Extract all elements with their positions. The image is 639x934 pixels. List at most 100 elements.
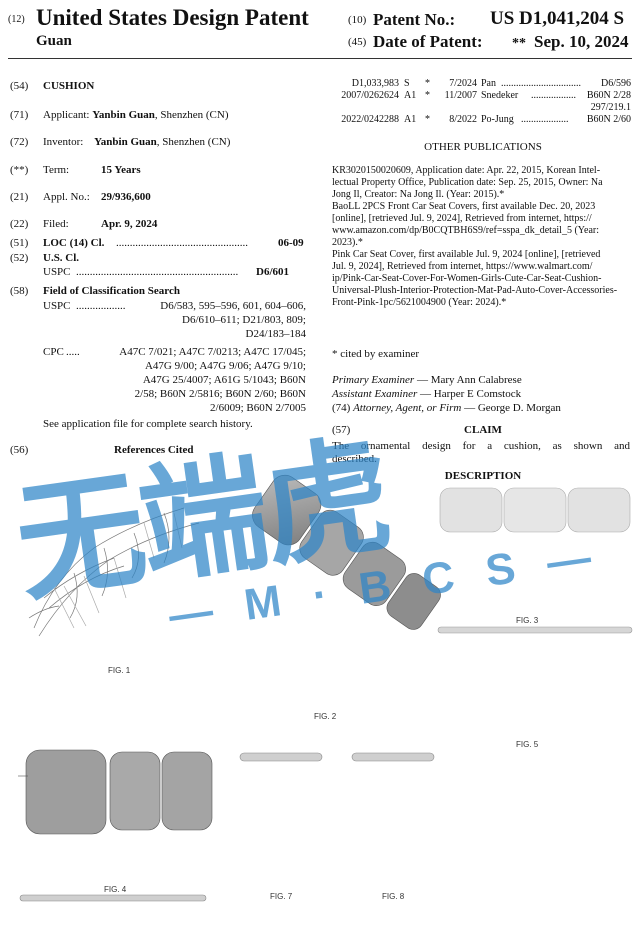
cited-by-examiner: * cited by examiner (332, 348, 420, 360)
code-10: (10) (348, 14, 367, 26)
primary-examiner: Primary Examiner — Mary Ann Calabrese (332, 374, 522, 387)
publication-line: Universal-Plush-Interior-Protection-Mat-… (332, 285, 618, 296)
uspc-value: D6/601 (256, 266, 289, 278)
publication-line: Front-Pink-1pc/5621004900 (Year: 2024).* (332, 297, 507, 308)
search-uspc-dots: .................. (76, 300, 126, 312)
publication-line: ip/Pink-Car-Seat-Cover-For-Women-Girls-C… (332, 273, 602, 284)
ref-class: B60N 2/28 (586, 90, 631, 101)
ref-class: D6/596 (601, 78, 631, 89)
header-rule (8, 58, 632, 59)
uscl-label: U.S. Cl. (43, 252, 80, 264)
ref-dots: ................... (521, 114, 569, 125)
applicant-label: Applicant: (43, 109, 90, 121)
attorney-label: Attorney, Agent, or Firm (353, 402, 462, 414)
cpc-line-0: A47C 7/021; A47C 7/0213; A47C 17/045; (119, 346, 306, 358)
loc-value: 06-09 (278, 237, 304, 249)
filed-label: Filed: (43, 218, 69, 230)
figure-2-label: FIG. 2 (314, 712, 337, 721)
assistant-examiner-name: — Harper E Comstock (417, 388, 522, 400)
applicant-name: Yanbin Guan (92, 109, 155, 121)
figure-4-drawing (18, 749, 213, 835)
publication-line: www.amazon.com/dp/B0CQTBH6S9/ref=sspa_dk… (332, 225, 599, 236)
description-title: DESCRIPTION (444, 470, 522, 482)
figure-1-drawing (28, 507, 200, 637)
figure-3-drawing (439, 487, 631, 533)
inventor-text: Inventor: Yanbin Guan, Shenzhen (CN) (43, 136, 230, 149)
attorney: (74) Attorney, Agent, or Firm — George D… (332, 402, 561, 415)
publication-line: KR3020150020609, Application date: Apr. … (332, 165, 601, 176)
figure-1-label: FIG. 1 (108, 666, 131, 675)
search-uspc-line-2: D24/183–184 (245, 328, 307, 340)
figure-4-side-strip (19, 894, 207, 902)
ref-star: * (425, 114, 430, 125)
cpc-dots: ..... (66, 346, 80, 358)
term-label: Term: (43, 164, 70, 176)
ref-class: B60N 2/60 (586, 114, 631, 125)
publication-line: BaoLL 2PCS Front Car Seat Covers, first … (332, 201, 596, 212)
other-publications-title: OTHER PUBLICATIONS (424, 141, 542, 153)
loc-label: LOC (14) Cl. (43, 237, 105, 249)
refs-code: (56) (10, 444, 29, 456)
uscl-code: (52) (10, 252, 29, 264)
publication-line: lectual Property Office, Publication dat… (332, 177, 603, 188)
code-12: (12) (8, 14, 25, 25)
search-uspc-label: USPC (43, 300, 71, 312)
field-label: Field of Classification Search (43, 285, 180, 297)
appl-value: 29/936,600 (101, 191, 151, 203)
cpc-line-4: 2/6009; B60N 2/7005 (210, 402, 306, 414)
loc-code: (51) (10, 237, 29, 249)
field-code: (58) (10, 285, 29, 297)
filed-value: Apr. 9, 2024 (101, 218, 158, 230)
publication-line: [online], [retrieved Jul. 9, 2024], Retr… (332, 213, 592, 224)
figure-7-label: FIG. 7 (270, 892, 293, 901)
figure-8-label: FIG. 8 (382, 892, 405, 901)
patent-references-table: D1,033,983 S * 7/2024 Pan ..............… (335, 78, 631, 128)
refs-label: References Cited (114, 444, 194, 456)
see-application-note: See application file for complete search… (43, 418, 253, 430)
patent-no-label: Patent No.: (373, 10, 456, 29)
primary-examiner-label: Primary Examiner (332, 374, 415, 386)
applicant-location: , Shenzhen (CN) (154, 109, 229, 121)
term-code: (**) (10, 164, 29, 176)
ref-num: 2022/0242288 (341, 114, 399, 125)
claim-line: described. (332, 453, 377, 465)
figure-8-drawing (351, 752, 435, 762)
assistant-examiner-label: Assistant Examiner (332, 388, 418, 400)
loc-dots: ........................................… (116, 237, 248, 249)
code-45: (45) (348, 36, 367, 48)
attorney-name: — George D. Morgan (461, 402, 561, 414)
ref-kind: A1 (404, 114, 417, 125)
document-title: United States Design Patent (36, 5, 309, 30)
figure-4-label: FIG. 4 (104, 885, 127, 894)
claim-text: The ornamental design for a cushion, as … (332, 440, 630, 466)
figure-3-side-strip (437, 626, 633, 634)
uspc-dots: ........................................… (76, 266, 239, 278)
uspc-label: USPC (43, 266, 71, 278)
ref-date: 7/2024 (449, 78, 477, 89)
date-label: Date of Patent: (373, 32, 483, 51)
attorney-code: (74) (332, 402, 351, 414)
appl-code: (21) (10, 191, 29, 203)
ref-star: * (425, 90, 430, 101)
ref-num: 2007/0262624 (341, 90, 399, 101)
claim-code: (57) (332, 424, 351, 436)
figure-7-drawing (239, 752, 323, 762)
claim-title: CLAIM (464, 424, 502, 436)
publication-line: 2023).* (332, 237, 363, 248)
figure-3-label: FIG. 3 (516, 616, 539, 625)
publication-line: Jul. 9, 2024], Retrieved from internet, … (332, 261, 593, 272)
claim-line: The ornamental design for a cushion, as … (332, 440, 630, 452)
inventor-surname: Guan (36, 33, 72, 49)
assistant-examiner: Assistant Examiner — Harper E Comstock (332, 388, 521, 401)
inventor-location: , Shenzhen (CN) (156, 136, 231, 148)
primary-examiner-name: — Mary Ann Calabrese (414, 374, 522, 386)
publication-line: Pink Car Seat Cover, first available Jul… (332, 249, 601, 260)
ref-num: D1,033,983 (351, 78, 399, 89)
ref-dots: ................................ (501, 78, 581, 89)
other-publications: KR3020150020609, Application date: Apr. … (332, 165, 632, 309)
ref-date: 8/2022 (449, 114, 477, 125)
ref-class-continued: 297/219.1 (590, 102, 631, 113)
search-uspc-line-0: D6/583, 595–596, 601, 604–606, (160, 300, 306, 312)
inventor-name: Yanbin Guan (94, 136, 157, 148)
applicant-text: Applicant: Yanbin Guan, Shenzhen (CN) (43, 109, 229, 122)
